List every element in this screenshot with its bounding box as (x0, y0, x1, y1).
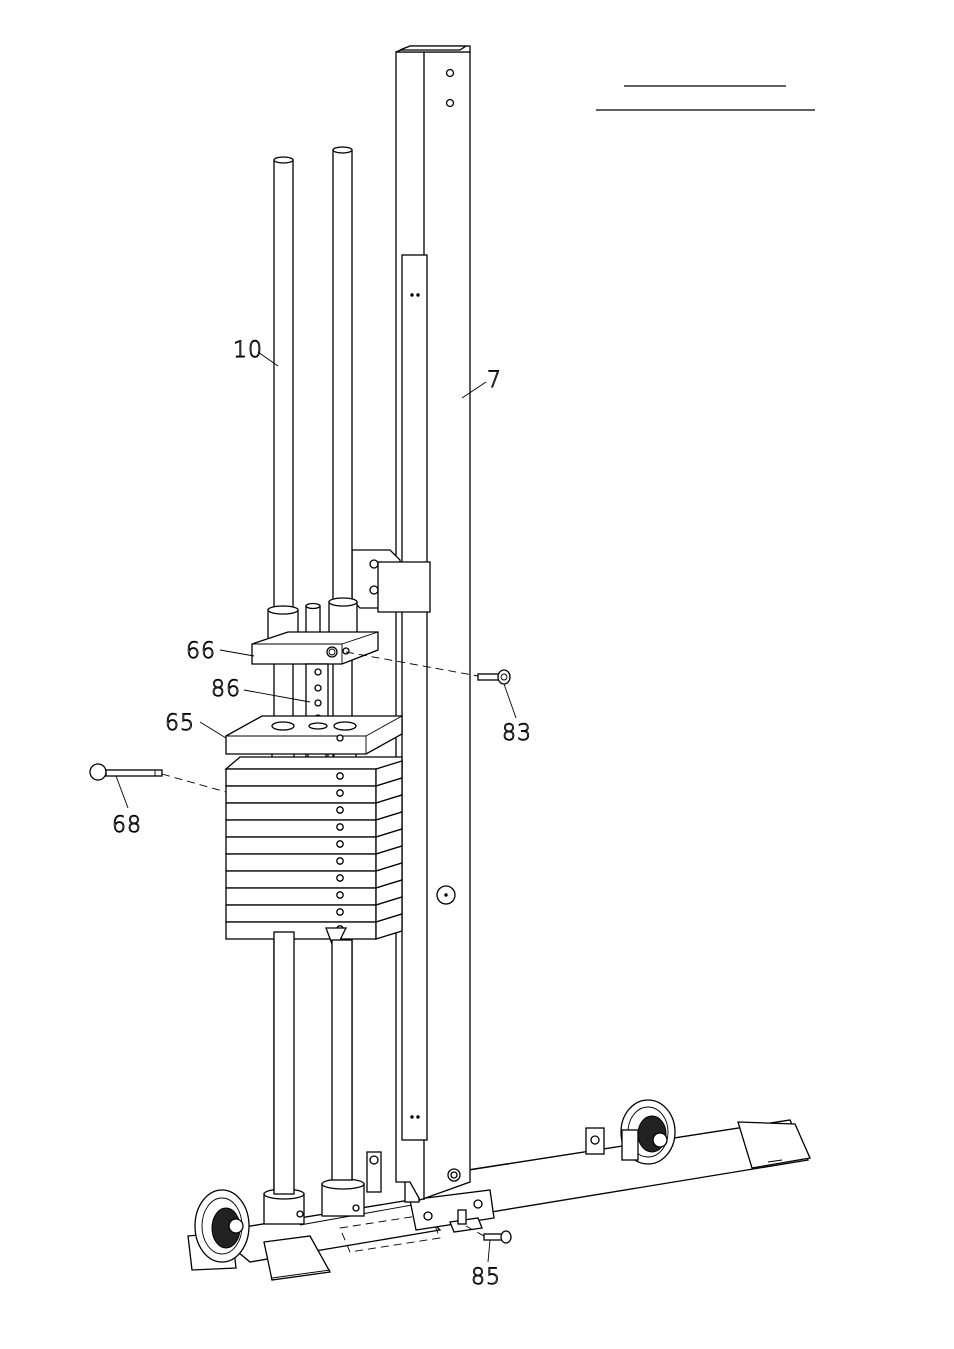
callout-85: 85 (471, 1265, 501, 1290)
weight-plate-hole (337, 892, 343, 898)
stack-bottom (274, 928, 352, 1194)
weight-plate-hole (337, 790, 343, 796)
selector-pin-68 (90, 764, 226, 792)
rear-pulley (586, 1100, 675, 1164)
weight-stack (226, 757, 402, 939)
weight-plate (226, 769, 376, 786)
callout-83: 83 (502, 721, 532, 746)
weight-plate-hole (337, 841, 343, 847)
callout-66: 66 (186, 639, 216, 664)
weight-plate (226, 922, 376, 939)
weight-plate (226, 786, 376, 803)
weight-plate (226, 854, 376, 871)
upright-post (352, 46, 470, 1200)
callout-7: 7 (487, 368, 502, 393)
weight-plate (226, 871, 376, 888)
stack-top-face (226, 757, 402, 769)
front-pulley (195, 1190, 249, 1262)
weight-plate (226, 905, 376, 922)
header-title-block (596, 86, 815, 110)
weight-plate-hole (337, 824, 343, 830)
weight-plate (226, 888, 376, 905)
weight-plate (226, 803, 376, 820)
callout-68: 68 (112, 813, 142, 838)
weight-plate-hole (337, 773, 343, 779)
callout-86: 86 (211, 677, 241, 702)
weight-plate-hole (337, 807, 343, 813)
weight-plate (226, 820, 376, 837)
callout-10: 10 (233, 338, 263, 363)
weight-plate-hole (337, 858, 343, 864)
weight-plate-hole (337, 875, 343, 881)
callout-65: 65 (165, 711, 195, 736)
weight-plate-hole (337, 909, 343, 915)
weight-plate (226, 837, 376, 854)
